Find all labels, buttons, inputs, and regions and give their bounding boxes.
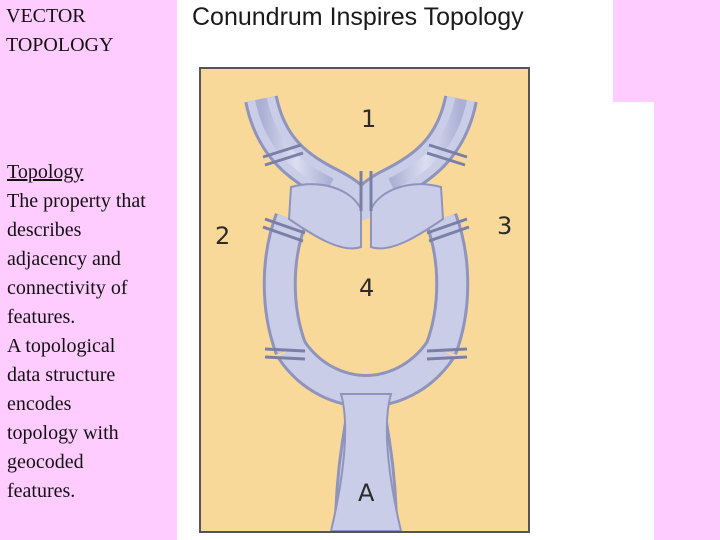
section-title: VECTOR TOPOLOGY <box>6 2 176 60</box>
section-title-line-1: VECTOR <box>6 5 86 27</box>
slide-title: Conundrum Inspires Topology <box>192 3 524 31</box>
region-label-2: 2 <box>215 222 230 250</box>
definition-line: topology with <box>7 422 119 444</box>
region-label-4: 4 <box>359 274 374 302</box>
junction-areas <box>287 183 445 531</box>
topology-diagram: 1 2 3 4 A <box>215 95 512 531</box>
definition-line: The property that <box>7 190 146 212</box>
definition-line: connectivity of <box>7 277 128 299</box>
definition-text: Topology The property that describes adj… <box>7 158 179 506</box>
definition-line: adjacency and <box>7 248 121 270</box>
definition-line: data structure <box>7 364 116 386</box>
definition-line: geocoded <box>7 451 84 473</box>
bridges <box>262 143 470 361</box>
topology-figure: 1 2 3 4 A <box>199 67 530 533</box>
region-label-1: 1 <box>361 105 376 133</box>
definition-line: features. <box>7 480 76 502</box>
channel-network <box>244 95 478 531</box>
definition-line: describes <box>7 219 82 241</box>
definition-line: encodes <box>7 393 72 415</box>
region-label-3: 3 <box>497 212 512 240</box>
definition-line: features. <box>7 306 76 328</box>
definition-line: A topological <box>7 335 116 357</box>
definition-term: Topology <box>7 161 84 183</box>
region-label-a: A <box>358 479 375 507</box>
section-title-line-2: TOPOLOGY <box>6 34 114 56</box>
corner-decoration <box>613 0 720 102</box>
